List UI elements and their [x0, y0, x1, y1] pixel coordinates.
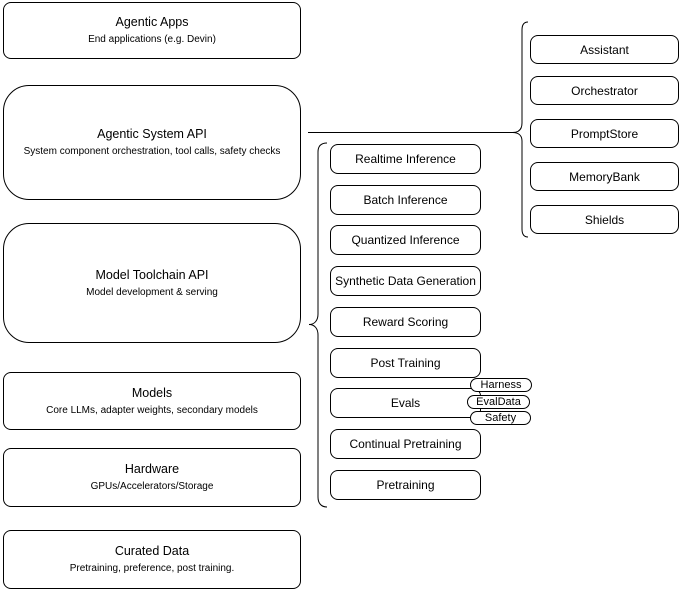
node-continual-pretraining: Continual Pretraining — [330, 429, 481, 459]
node-synthetic-data-generation: Synthetic Data Generation — [330, 266, 481, 296]
node-label: Assistant — [580, 42, 629, 57]
node-label: Continual Pretraining — [349, 437, 462, 451]
node-label: Realtime Inference — [355, 152, 456, 166]
node-batch-inference: Batch Inference — [330, 185, 481, 215]
node-model-toolchain-api: Model Toolchain API Model development & … — [3, 223, 301, 343]
node-label: MemoryBank — [569, 169, 640, 184]
node-evals: Evals — [330, 388, 481, 418]
node-assistant: Assistant — [530, 35, 679, 64]
tag-harness: Harness — [470, 378, 532, 392]
node-shields: Shields — [530, 205, 679, 234]
node-subtitle: System component orchestration, tool cal… — [23, 146, 281, 157]
node-label: Pretraining — [376, 478, 435, 492]
node-title: Model Toolchain API — [95, 267, 209, 282]
toolchain-brace — [308, 142, 328, 508]
node-title: Agentic Apps — [115, 15, 189, 29]
node-title: Curated Data — [114, 544, 190, 558]
node-label: Post Training — [370, 356, 441, 370]
node-reward-scoring: Reward Scoring — [330, 307, 481, 337]
node-orchestrator: Orchestrator — [530, 76, 679, 105]
node-post-training: Post Training — [330, 348, 481, 378]
node-subtitle: Model development & serving — [86, 286, 218, 298]
node-models: Models Core LLMs, adapter weights, secon… — [3, 372, 301, 430]
node-promptstore: PromptStore — [530, 119, 679, 148]
tag-evaldata: EvalData — [467, 395, 530, 409]
node-realtime-inference: Realtime Inference — [330, 144, 481, 174]
node-label: Shields — [584, 212, 625, 227]
node-subtitle: GPUs/Accelerators/Storage — [90, 481, 214, 492]
node-agentic-system-api: Agentic System API System component orch… — [3, 85, 301, 200]
node-title: Models — [131, 385, 173, 400]
tag-safety: Safety — [470, 411, 531, 425]
node-title: Agentic System API — [97, 127, 207, 141]
node-label: Evals — [390, 396, 421, 410]
tag-label: EvalData — [476, 396, 521, 408]
node-label: Reward Scoring — [362, 315, 449, 329]
tag-label: Safety — [484, 412, 517, 424]
node-subtitle: End applications (e.g. Devin) — [88, 34, 216, 45]
node-subtitle: Pretraining, preference, post training. — [69, 563, 235, 574]
node-quantized-inference: Quantized Inference — [330, 225, 481, 255]
node-label: PromptStore — [570, 126, 639, 141]
node-pretraining: Pretraining — [330, 470, 481, 500]
node-curated-data: Curated Data Pretraining, preference, po… — [3, 530, 301, 589]
node-hardware: Hardware GPUs/Accelerators/Storage — [3, 448, 301, 507]
node-memorybank: MemoryBank — [530, 162, 679, 191]
node-title: Hardware — [124, 462, 180, 476]
system-components-brace — [512, 21, 529, 238]
node-label: Orchestrator — [571, 83, 638, 98]
node-label: Batch Inference — [363, 193, 448, 207]
tag-label: Harness — [480, 379, 522, 391]
node-agentic-apps: Agentic Apps End applications (e.g. Devi… — [3, 2, 301, 59]
node-subtitle: Core LLMs, adapter weights, secondary mo… — [46, 404, 258, 416]
node-label: Synthetic Data Generation — [335, 274, 476, 288]
node-label: Quantized Inference — [351, 233, 460, 247]
